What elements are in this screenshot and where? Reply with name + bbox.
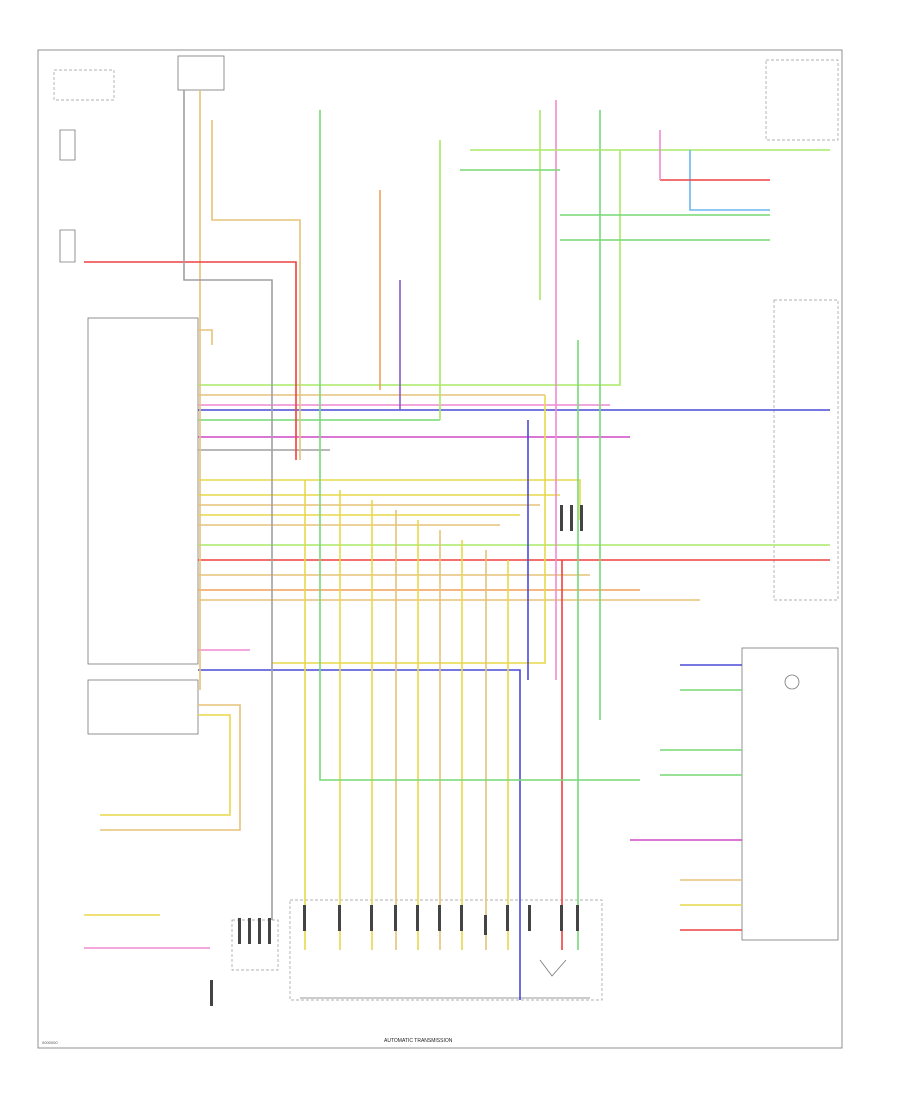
bottom-caption: AUTOMATIC TRANSMISSION [384,1038,453,1044]
footer-code: 0000000 [42,1040,58,1045]
diagram-frame [37,49,843,1049]
pcm-connector-block [87,317,199,735]
wires [84,90,830,1000]
connector-markers [210,505,583,1006]
top-left-sensors [53,55,225,263]
bottom-components [231,899,603,1001]
right-components [741,59,839,941]
